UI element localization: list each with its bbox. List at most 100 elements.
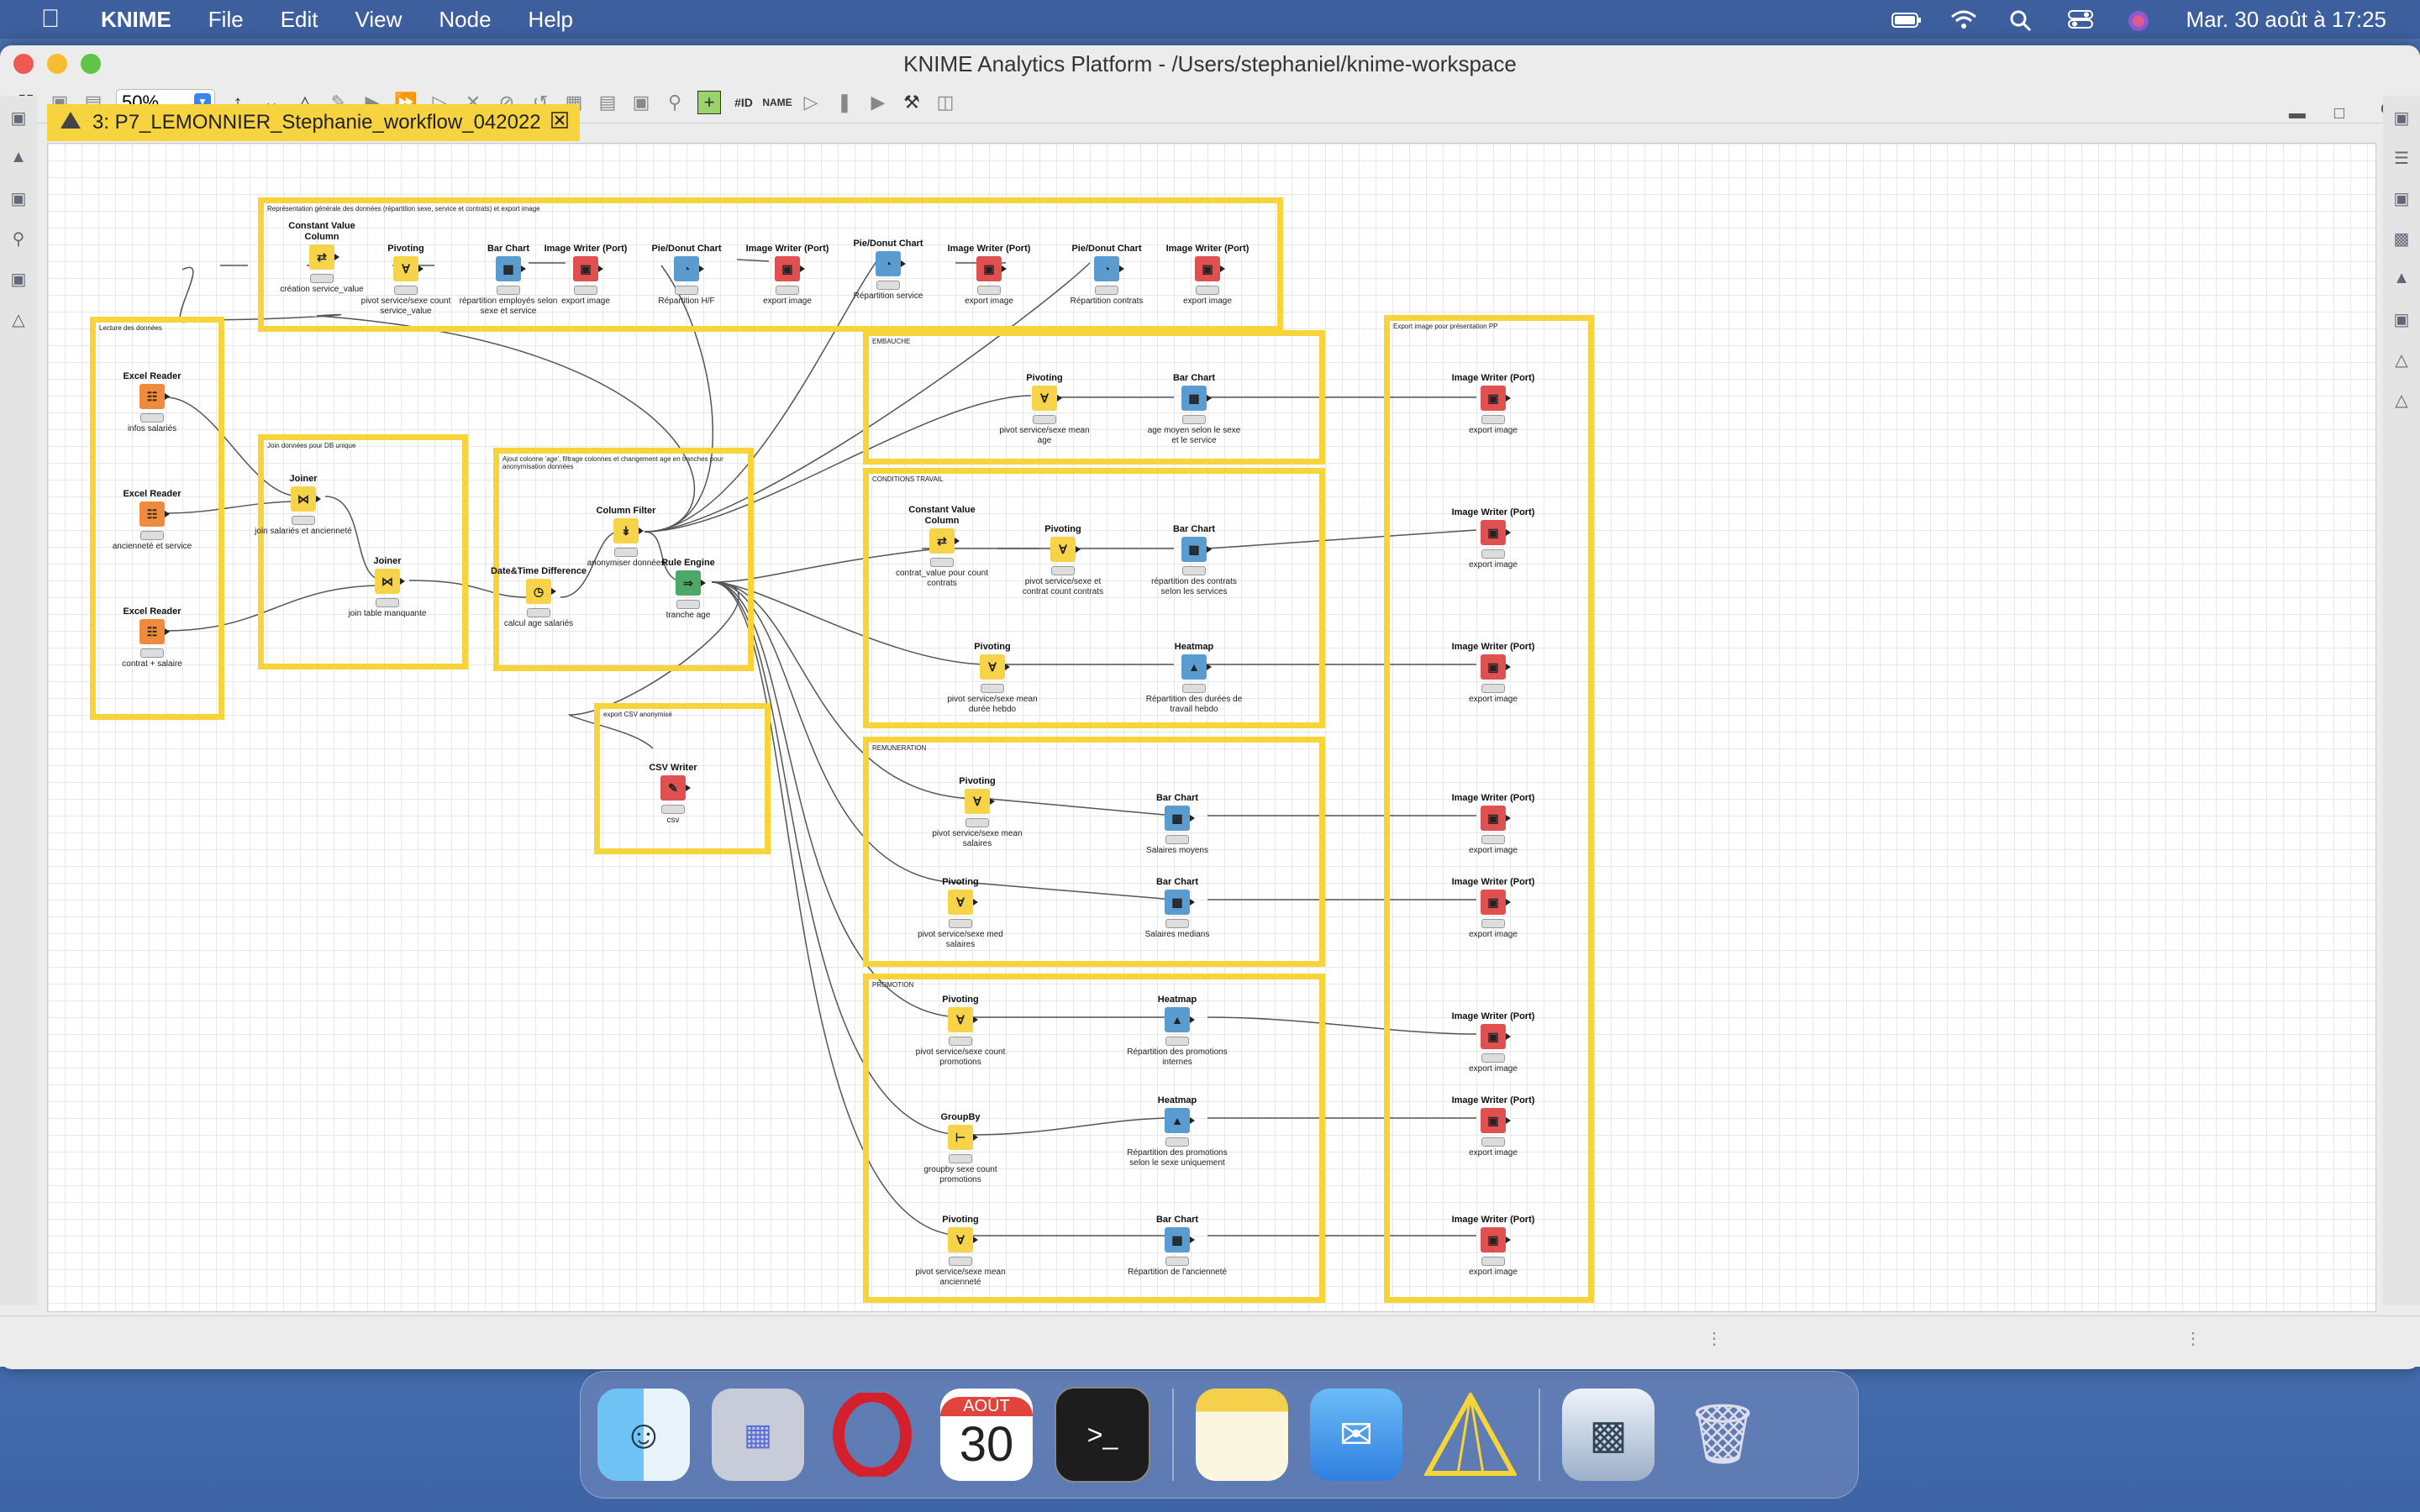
node-heatmap[interactable]: Heatmap▲Répartition des promotions selon…	[1127, 1084, 1228, 1168]
minimize-icon[interactable]: ▬	[2288, 104, 2306, 123]
clock-text[interactable]: Mar. 30 août à 17:25	[2186, 6, 2386, 32]
node-label[interactable]: export image	[1469, 846, 1518, 855]
node-label[interactable]: pivot service/sexe mean salaires	[932, 829, 1023, 848]
node-image-writer[interactable]: Image Writer (Port)▣export image	[1443, 362, 1544, 436]
resize-handle[interactable]: ⋮	[1706, 1330, 1723, 1348]
node-pivoting[interactable]: Pivoting∀pivot service/sexe count servic…	[355, 233, 456, 317]
annotation-export-csv[interactable]: export CSV anonymisé	[594, 703, 771, 854]
node-label[interactable]: contrat + salaire	[122, 659, 182, 669]
outline-icon[interactable]: △	[12, 311, 25, 329]
node-label[interactable]: export image	[1469, 426, 1518, 435]
apple-icon[interactable]: 	[34, 5, 67, 34]
node-image-writer[interactable]: Image Writer (Port)▣export image	[535, 233, 636, 307]
node-label[interactable]: Salaires moyens	[1146, 846, 1208, 855]
description-icon[interactable]: ☰	[2394, 150, 2409, 168]
calendar-icon[interactable]: AOÛT 30	[940, 1389, 1033, 1481]
node-label[interactable]: Salaires medians	[1144, 930, 1210, 939]
node-joiner[interactable]: Joiner⋈join table manquante	[337, 545, 438, 619]
node-label[interactable]: pivot service/sexe mean ancienneté	[915, 1268, 1006, 1287]
node-label[interactable]: export image	[561, 297, 610, 306]
zoom-icon[interactable]: ⚲	[667, 92, 682, 113]
node-pie-chart[interactable]: Pie/Donut Chart◔Répartition service	[838, 228, 939, 302]
menu-node[interactable]: Node	[439, 6, 492, 32]
menu-file[interactable]: File	[208, 6, 244, 32]
node-pivoting[interactable]: Pivoting∀pivot service/sexe mean age	[994, 362, 1095, 446]
node-label[interactable]: pivot service/sexe count promotions	[915, 1047, 1006, 1067]
pause-icon[interactable]: ❚	[836, 92, 853, 113]
node-bar-chart[interactable]: Bar Chart▩Salaires moyens	[1127, 782, 1228, 856]
search-icon[interactable]	[2009, 9, 2039, 32]
node-label[interactable]: pivot service/sexe mean durée hebdo	[947, 695, 1038, 714]
node-bar-chart[interactable]: Bar Chart▩répartition des contrats selon…	[1144, 513, 1244, 597]
minimize-window-button[interactable]	[47, 54, 67, 74]
align-vertical-icon[interactable]: ↕	[233, 92, 243, 113]
node-column-filter[interactable]: Column Filter↡anonymiser données	[576, 495, 676, 569]
battery-icon[interactable]	[1891, 9, 1922, 29]
view-icon[interactable]: ▣	[632, 92, 650, 113]
node-image-writer[interactable]: Image Writer (Port)▣export image	[737, 233, 838, 307]
node-image-writer[interactable]: Image Writer (Port)▣export image	[1443, 1000, 1544, 1074]
node-bar-chart[interactable]: Bar Chart▩répartition employés selon sex…	[458, 233, 559, 317]
node-label[interactable]: export image	[965, 297, 1013, 306]
node-pivoting[interactable]: Pivoting∀pivot service/sexe med salaires	[910, 866, 1011, 950]
annotation-embauche[interactable]: EMBAUCHE	[863, 330, 1325, 465]
node-pivoting[interactable]: Pivoting∀pivot service/sexe et contrat c…	[1013, 513, 1113, 597]
maximize-icon[interactable]: □	[2333, 104, 2344, 123]
node-label[interactable]: age moyen selon le sexe et le service	[1147, 426, 1241, 445]
tab-workflow[interactable]: 3: P7_LEMONNIER_Stephanie_workflow_04202…	[47, 104, 580, 141]
trash-icon[interactable]: 🗑	[1685, 1401, 1760, 1467]
explorer-icon[interactable]: ▲	[10, 148, 27, 166]
node-image-writer[interactable]: Image Writer (Port)▣export image	[1443, 866, 1544, 940]
node-repository-icon[interactable]: ⚲	[12, 230, 25, 249]
annotation-export-image[interactable]: Export image pour présentation PP	[1384, 315, 1594, 1303]
node-label[interactable]: Répartition des promotions selon le sexe…	[1127, 1148, 1228, 1168]
hub-icon[interactable]: ▲	[2393, 269, 2410, 287]
node-label[interactable]: Répartition service	[853, 291, 923, 301]
layout-icon[interactable]: ◫	[936, 92, 955, 113]
restore-icon[interactable]: ▣	[10, 190, 27, 208]
terminal-icon[interactable]: >_	[1055, 1387, 1150, 1483]
node-pie-chart[interactable]: Pie/Donut Chart◔Répartition H/F	[636, 233, 737, 307]
grid-icon[interactable]: +	[697, 91, 721, 114]
node-bar-chart[interactable]: Bar Chart▩Répartition de l'ancienneté	[1127, 1204, 1228, 1278]
mail-icon[interactable]: ✉	[1310, 1389, 1402, 1481]
node-label[interactable]: export image	[1469, 930, 1518, 939]
finder-icon[interactable]: ☺	[597, 1389, 690, 1481]
node-image-writer[interactable]: Image Writer (Port)▣export image	[1443, 1084, 1544, 1158]
node-excel-reader[interactable]: Excel Reader☷ancienneté et service	[102, 478, 203, 552]
restore-icon[interactable]: ▣	[10, 109, 27, 128]
node-label[interactable]: Répartition contrats	[1070, 297, 1144, 306]
node-pie-chart[interactable]: Pie/Donut Chart◔Répartition contrats	[1056, 233, 1157, 307]
menu-edit[interactable]: Edit	[280, 6, 318, 32]
node-label[interactable]: Répartition de l'ancienneté	[1127, 1268, 1228, 1277]
siri-icon[interactable]	[2127, 9, 2157, 31]
restore-icon[interactable]: ▣	[2393, 190, 2410, 208]
node-datetime-difference[interactable]: Date&Time Difference◷calcul age salariés	[488, 555, 589, 629]
maximize-window-button[interactable]	[81, 54, 101, 74]
node-label[interactable]: répartition employés selon sexe et servi…	[459, 297, 558, 316]
annotation-remuneration[interactable]: REMUNERATION	[863, 737, 1325, 967]
node-label[interactable]: pivot service/sexe med salaires	[918, 930, 1003, 949]
control-center-icon[interactable]	[2068, 9, 2098, 29]
node-pivoting[interactable]: Pivoting∀pivot service/sexe mean salaire…	[927, 765, 1028, 849]
node-excel-reader[interactable]: Excel Reader☷infos salariés	[102, 360, 203, 434]
node-image-writer[interactable]: Image Writer (Port)▣export image	[1443, 1204, 1544, 1278]
annotation-lecture[interactable]: Lecture des données	[90, 317, 224, 720]
node-bar-chart[interactable]: Bar Chart▩Salaires medians	[1127, 866, 1228, 940]
node-label[interactable]: pivot service/sexe count service_value	[360, 297, 451, 316]
node-pivoting[interactable]: Pivoting∀pivot service/sexe mean ancienn…	[910, 1204, 1011, 1288]
node-label[interactable]: export image	[1469, 695, 1518, 704]
node-label[interactable]: pivot service/sexe et contrat count cont…	[1022, 577, 1104, 596]
node-label[interactable]: join salariés et ancienneté	[255, 527, 352, 536]
node-heatmap[interactable]: Heatmap▲Répartition des durées de travai…	[1144, 631, 1244, 715]
console-icon[interactable]: ▩	[2393, 230, 2410, 249]
close-window-button[interactable]	[13, 54, 34, 74]
wifi-icon[interactable]	[1950, 9, 1981, 29]
resize-handle[interactable]: ⋮	[2185, 1330, 2202, 1348]
node-excel-reader[interactable]: Excel Reader☷contrat + salaire	[102, 596, 203, 669]
restore-icon[interactable]: ▣	[2393, 109, 2410, 128]
help-icon[interactable]: △	[2395, 351, 2408, 370]
annotation-promotion[interactable]: PROMOTION	[863, 974, 1325, 1303]
node-rule-engine[interactable]: Rule Engine⇒tranche age	[638, 547, 739, 621]
node-label[interactable]: contrat_value pour count contrats	[895, 569, 989, 588]
